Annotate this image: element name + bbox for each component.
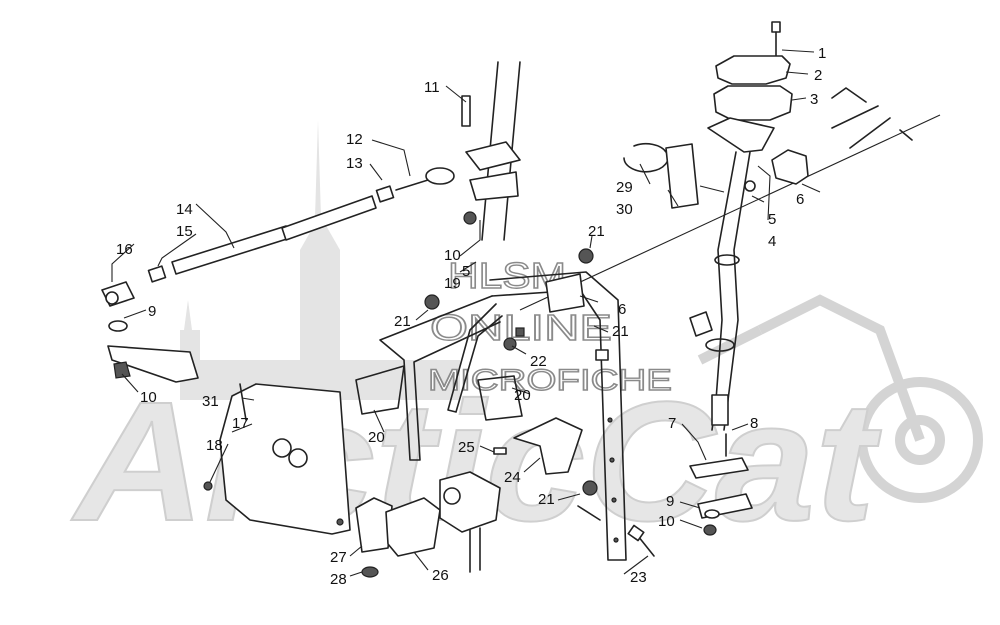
part-screw-25 (493, 447, 507, 455)
callout-23: 23 (630, 569, 647, 586)
part-nut-21-c (582, 480, 598, 496)
callout-10-left: 10 (140, 389, 157, 406)
part-lower-clamp (713, 85, 793, 121)
callout-11: 11 (424, 79, 440, 96)
callout-9-left: 9 (148, 303, 156, 320)
part-nut-21-a (424, 294, 440, 310)
leader-lines (111, 49, 821, 577)
part-bolt-23 (637, 535, 655, 557)
callout-24: 24 (504, 469, 521, 486)
callout-7: 7 (668, 415, 676, 432)
part-main-frame (379, 271, 627, 561)
callout-19: 19 (444, 275, 461, 292)
part-tie-rod-assembly (101, 167, 455, 307)
callout-21-left: 21 (394, 313, 411, 330)
callout-6-upper: 6 (796, 191, 804, 208)
callout-31: 31 (202, 393, 219, 410)
callout-20-right: 20 (514, 387, 531, 404)
callout-13: 13 (346, 155, 363, 172)
watermark-motorcycle (697, 294, 983, 503)
callout-21-right: 21 (612, 323, 629, 340)
part-linkage-plate (689, 433, 753, 536)
part-bolt-lower (577, 505, 601, 521)
callout-5-upper: 5 (768, 211, 776, 228)
callout-26: 26 (432, 567, 449, 584)
callout-15: 15 (176, 223, 193, 240)
callout-14: 14 (176, 201, 193, 218)
part-bracket-right (477, 375, 523, 421)
callout-28: 28 (330, 571, 347, 588)
part-bracket-left (355, 365, 405, 415)
part-electronic-module (355, 497, 441, 578)
callout-8: 8 (750, 415, 758, 432)
assembly-guide-line (519, 114, 941, 311)
part-retaining-ring (623, 142, 669, 173)
callout-2: 2 (814, 67, 822, 84)
callout-18: 18 (206, 437, 223, 454)
callout-25: 25 (458, 439, 475, 456)
part-upper-clamp (715, 55, 791, 85)
callout-9-right: 9 (666, 493, 674, 510)
part-shield-plate (203, 383, 351, 535)
callout-21-lower: 21 (538, 491, 555, 508)
callout-5-center: 5 (462, 263, 470, 280)
callout-labels: 1 2 3 4 5 5 6 6 7 8 9 9 10 10 10 11 12 1… (116, 45, 826, 588)
callout-4: 4 (768, 233, 776, 250)
callout-20-left: 20 (368, 429, 385, 446)
part-steering-post (689, 117, 775, 431)
callout-6-center: 6 (618, 301, 626, 318)
part-bushing-clamp (744, 87, 913, 192)
callout-1: 1 (818, 45, 826, 62)
part-steering-motor (439, 471, 501, 573)
callout-22: 22 (530, 353, 547, 370)
parts-layer: 1 2 3 4 5 5 6 6 7 8 9 9 10 10 10 11 12 1… (101, 21, 941, 588)
callout-29: 29 (616, 179, 633, 196)
callout-16: 16 (116, 241, 133, 258)
callout-12: 12 (346, 131, 363, 148)
callout-17: 17 (232, 415, 249, 432)
callout-27: 27 (330, 549, 347, 566)
callout-3: 3 (810, 91, 818, 108)
callout-30: 30 (616, 201, 633, 218)
part-pitman-arm (107, 320, 199, 383)
part-nut-22 (503, 337, 517, 351)
callout-10-right: 10 (658, 513, 675, 530)
callout-10-center: 10 (444, 247, 461, 264)
part-nut-21-b (578, 248, 594, 264)
callout-21-top: 21 (588, 223, 605, 240)
part-column-tube (461, 61, 521, 241)
part-lever-bracket (513, 417, 583, 475)
watermark-layer: ArcticCat HLSM ONLINE MICROFICHE (70, 120, 983, 558)
part-pad (665, 143, 699, 209)
